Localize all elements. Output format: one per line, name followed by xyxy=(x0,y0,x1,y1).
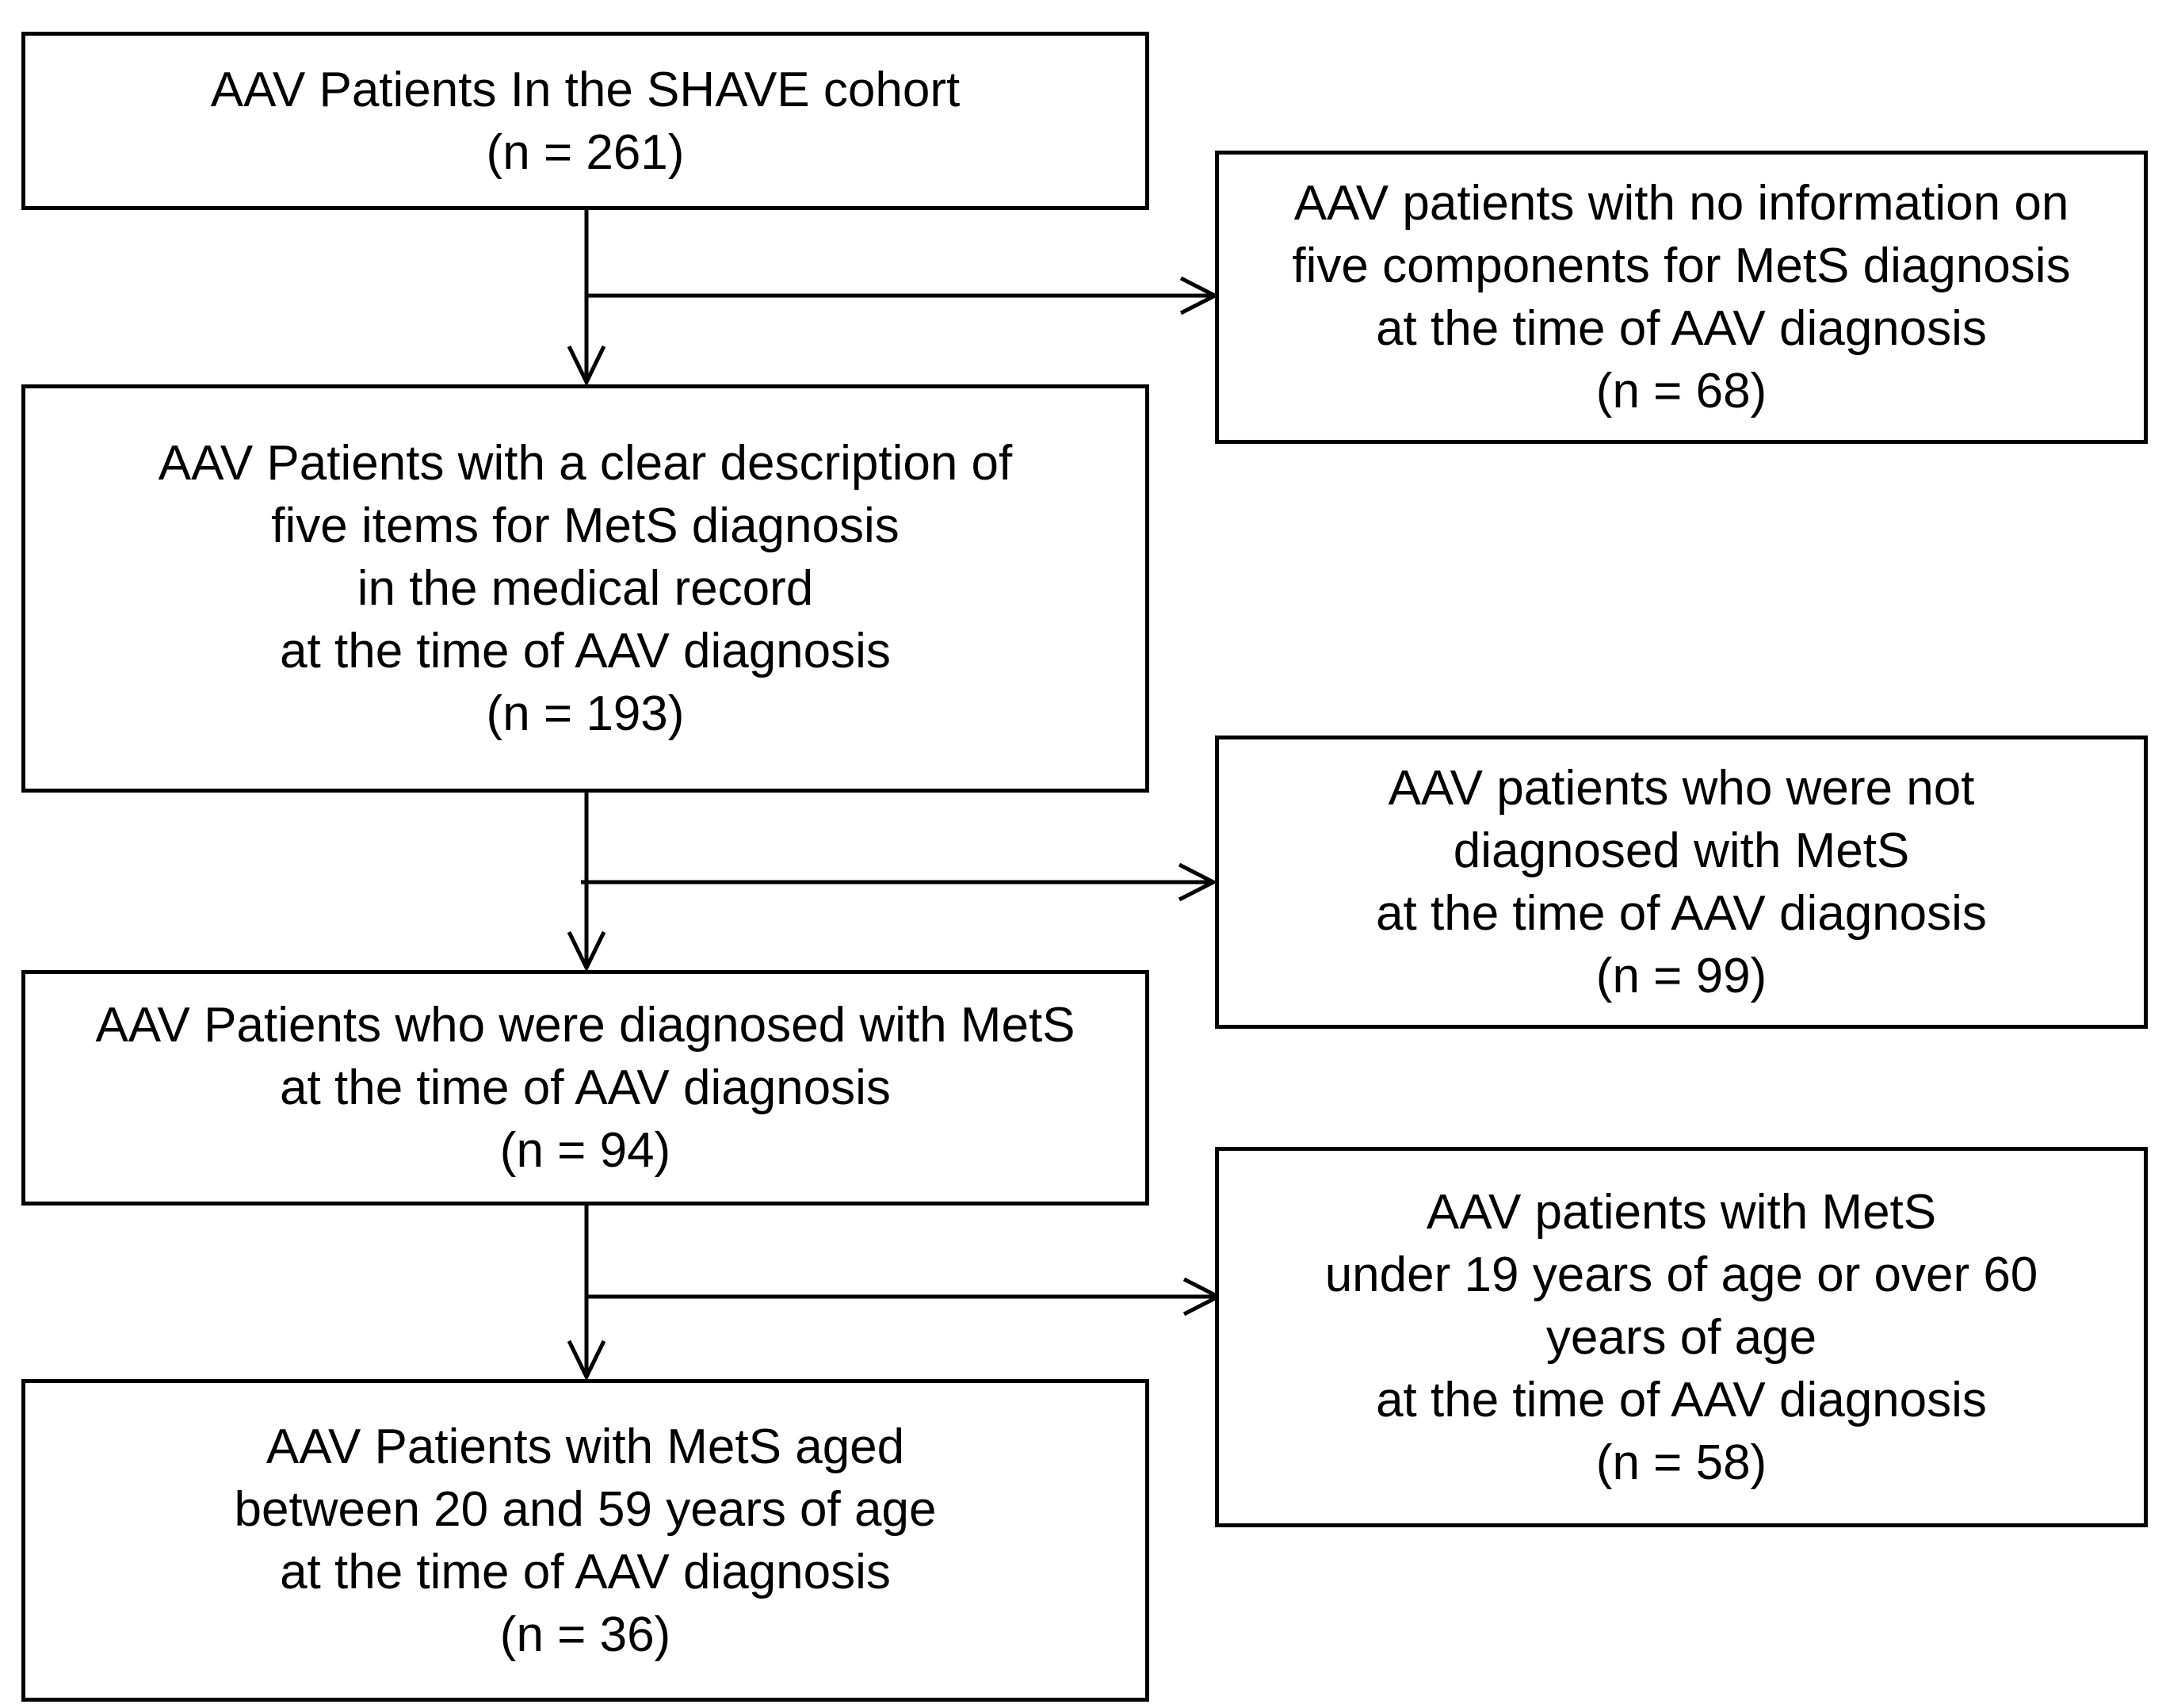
final-cohort-box: AAV Patients with MetS aged between 20 a… xyxy=(21,1379,1149,1702)
cohort-box-line-1: AAV Patients In the SHAVE cohort xyxy=(210,62,961,117)
excluded-not-diagnosed-line-3: at the time of AAV diagnosis xyxy=(1376,886,1987,941)
excluded-no-info-line-1: AAV patients with no information on xyxy=(1293,176,2069,231)
down-arrowhead-3 xyxy=(567,1339,606,1381)
excluded-not-diagnosed-line-2: diagnosed with MetS xyxy=(1453,823,1910,878)
clear-description-line-3: in the medical record xyxy=(357,561,814,616)
diagnosed-mets-line-1: AAV Patients who were diagnosed with Met… xyxy=(95,998,1075,1053)
clear-description-line-2: five items for MetS diagnosis xyxy=(271,499,900,553)
exclusion-arrowhead-2 xyxy=(1178,862,1218,902)
down-arrowhead-2 xyxy=(567,930,606,972)
excluded-no-info-box: AAV patients with no information on five… xyxy=(1215,151,2148,444)
excluded-age-line-1: AAV patients with MetS xyxy=(1426,1184,1937,1240)
excluded-age-line-3: years of age xyxy=(1545,1309,1817,1365)
diagnosed-mets-box: AAV Patients who were diagnosed with Met… xyxy=(21,970,1149,1206)
excluded-age-line-4: at the time of AAV diagnosis xyxy=(1376,1372,1987,1427)
final-cohort-line-1: AAV Patients with MetS aged xyxy=(265,1419,905,1474)
clear-description-line-4: at the time of AAV diagnosis xyxy=(280,624,891,678)
excluded-age-line-2: under 19 years of age or over 60 xyxy=(1324,1247,2038,1302)
diagnosed-mets-line-2: at the time of AAV diagnosis xyxy=(280,1060,891,1115)
clear-description-count: (n = 193) xyxy=(486,686,685,741)
diagnosed-mets-count: (n = 94) xyxy=(499,1123,671,1178)
excluded-not-diagnosed-line-1: AAV patients who were not xyxy=(1388,761,1975,816)
excluded-age-count: (n = 58) xyxy=(1595,1435,1767,1490)
final-cohort-line-3: at the time of AAV diagnosis xyxy=(280,1544,891,1599)
down-arrowhead-1 xyxy=(567,345,606,387)
excluded-age-box: AAV patients with MetS under 19 years of… xyxy=(1215,1147,2148,1527)
excluded-not-diagnosed-count: (n = 99) xyxy=(1595,949,1767,1003)
clear-description-line-1: AAV Patients with a clear description of xyxy=(158,436,1013,491)
excluded-no-info-line-2: five components for MetS diagnosis xyxy=(1292,239,2071,293)
excluded-no-info-line-3: at the time of AAV diagnosis xyxy=(1376,301,1987,356)
clear-description-box: AAV Patients with a clear description of… xyxy=(21,384,1149,793)
excluded-not-diagnosed-box: AAV patients who were not diagnosed with… xyxy=(1215,736,2148,1029)
final-cohort-line-2: between 20 and 59 years of age xyxy=(234,1481,937,1537)
excluded-no-info-count: (n = 68) xyxy=(1595,364,1767,418)
final-cohort-count: (n = 36) xyxy=(499,1607,671,1662)
cohort-box: AAV Patients In the SHAVE cohort (n = 26… xyxy=(21,32,1149,210)
cohort-box-count: (n = 261) xyxy=(486,124,685,180)
